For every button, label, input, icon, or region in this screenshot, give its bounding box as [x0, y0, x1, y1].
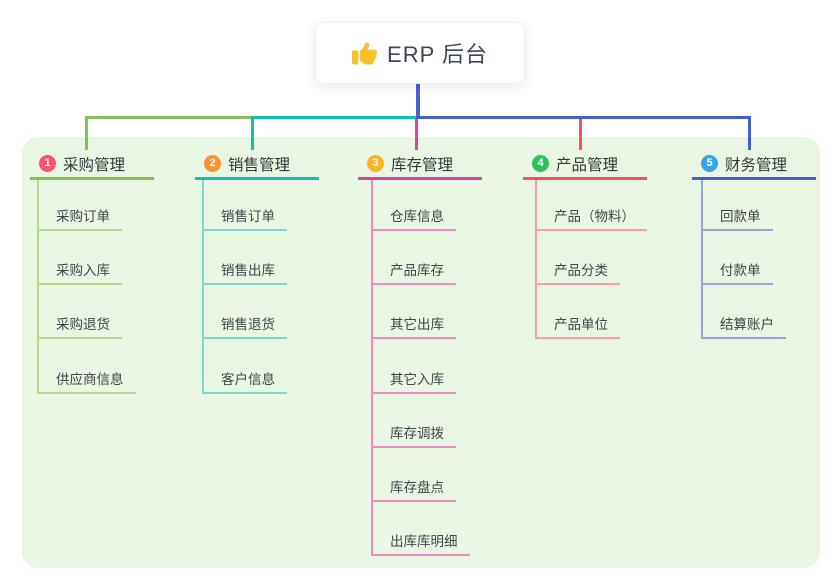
connector-stub-branch-2 — [251, 116, 254, 150]
branches-panel — [22, 137, 820, 568]
child-node[interactable]: 产品单位 — [535, 313, 620, 339]
branch-label: 财务管理 — [725, 156, 788, 174]
child-node[interactable]: 采购订单 — [37, 205, 122, 231]
child-node[interactable]: 付款单 — [701, 259, 773, 285]
branch-node-4[interactable]: 4 产品管理 — [523, 150, 647, 180]
branch-number-badge: 5 — [701, 155, 718, 172]
child-node[interactable]: 销售退货 — [202, 313, 287, 339]
child-node[interactable]: 采购入库 — [37, 259, 122, 285]
root-node[interactable]: ERP 后台 — [315, 22, 525, 84]
branch-spine — [701, 180, 703, 339]
child-node[interactable]: 其它出库 — [371, 313, 456, 339]
branch-node-5[interactable]: 5 财务管理 — [692, 150, 816, 180]
connector-stub-branch-4 — [579, 116, 582, 150]
child-node[interactable]: 销售出库 — [202, 259, 287, 285]
child-node[interactable]: 仓库信息 — [371, 205, 456, 231]
child-node[interactable]: 结算账户 — [701, 313, 786, 339]
branch-number-badge: 1 — [39, 155, 56, 172]
child-node[interactable]: 产品分类 — [535, 259, 620, 285]
child-node[interactable]: 供应商信息 — [37, 368, 136, 394]
branch-number-badge: 3 — [367, 155, 384, 172]
branch-node-1[interactable]: 1 采购管理 — [30, 150, 154, 180]
branch-label: 产品管理 — [556, 156, 619, 174]
child-node[interactable]: 采购退货 — [37, 313, 122, 339]
connector-bus-branch-2 — [251, 116, 418, 119]
branch-number-badge: 2 — [204, 155, 221, 172]
branch-spine — [202, 180, 204, 394]
child-node[interactable]: 客户信息 — [202, 368, 287, 394]
connector-bus-branch-5 — [416, 116, 751, 119]
connector-stub-branch-5 — [748, 116, 751, 150]
connector-stub-branch-1 — [85, 116, 88, 150]
branch-label: 库存管理 — [391, 156, 454, 174]
branch-spine — [37, 180, 39, 394]
branch-number-badge: 4 — [532, 155, 549, 172]
thumbs-up-icon — [352, 42, 378, 64]
branch-node-2[interactable]: 2 销售管理 — [195, 150, 319, 180]
child-node[interactable]: 库存盘点 — [371, 476, 456, 502]
child-node[interactable]: 产品库存 — [371, 259, 456, 285]
branch-label: 采购管理 — [63, 156, 126, 174]
branch-node-3[interactable]: 3 库存管理 — [358, 150, 482, 180]
branch-spine — [535, 180, 537, 339]
child-node[interactable]: 出库库明细 — [371, 530, 470, 556]
connector-stub-branch-3 — [415, 116, 418, 150]
child-node[interactable]: 回款单 — [701, 205, 773, 231]
connector-root-line — [415, 82, 420, 119]
child-node[interactable]: 库存调拨 — [371, 422, 456, 448]
child-node[interactable]: 其它入库 — [371, 368, 456, 394]
branch-label: 销售管理 — [228, 156, 291, 174]
root-label: ERP 后台 — [387, 42, 488, 67]
branch-spine — [371, 180, 373, 556]
child-node[interactable]: 产品（物料） — [535, 205, 647, 231]
child-node[interactable]: 销售订单 — [202, 205, 287, 231]
